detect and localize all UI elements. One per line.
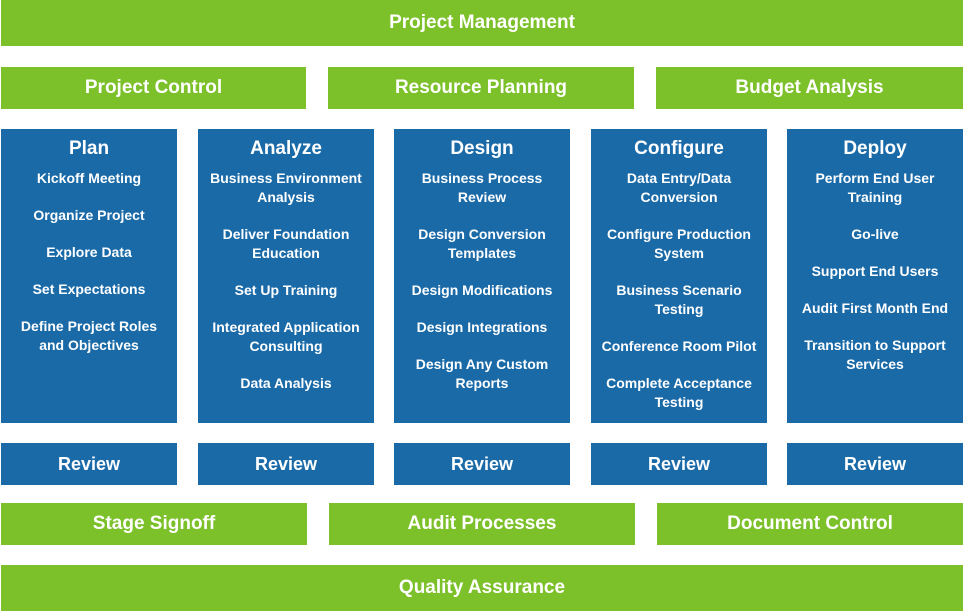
phase-item: Design Integrations [416, 319, 548, 335]
phase-item: Kickoff Meeting [36, 170, 142, 186]
review-box-design: Review [394, 443, 570, 485]
phase-item: Integrated Application Consulting [212, 319, 360, 354]
phase-configure: Configure Data Entry/Data Conversion Con… [591, 129, 767, 423]
phase-item: Audit First Month End [801, 300, 949, 316]
review-label: Review [57, 453, 121, 474]
phase-item: Transition to Support Services [804, 337, 946, 372]
stage-signoff-label: Stage Signoff [92, 513, 216, 534]
phase-title: Design [450, 138, 514, 159]
project-management-label: Project Management [389, 12, 575, 33]
phase-item: Design Conversion Templates [418, 226, 546, 261]
phase-item: Business Process Review [421, 170, 543, 205]
project-management-bar: Project Management [1, 0, 963, 46]
review-label: Review [450, 453, 514, 474]
phase-item: Deliver Foundation Education [222, 226, 350, 261]
quality-assurance-label: Quality Assurance [398, 577, 566, 598]
phase-title: Plan [68, 138, 110, 159]
phase-title: Analyze [250, 138, 322, 159]
phase-title: Configure [634, 138, 724, 159]
phase-item: Business Scenario Testing [616, 282, 742, 317]
phase-item: Data Entry/Data Conversion [626, 170, 732, 205]
phase-item: Design Modifications [411, 282, 553, 298]
phase-items: Business Environment Analysis Deliver Fo… [198, 169, 374, 393]
quality-assurance-bar: Quality Assurance [1, 565, 963, 611]
phase-item: Set Expectations [32, 281, 146, 297]
stage-signoff-box: Stage Signoff [1, 503, 307, 545]
phase-deploy: Deploy Perform End User Training Go-live… [787, 129, 963, 423]
resource-planning-box: Resource Planning [328, 67, 634, 109]
phase-item: Set Up Training [234, 282, 338, 298]
review-label: Review [647, 453, 711, 474]
audit-processes-label: Audit Processes [407, 513, 557, 534]
review-box-deploy: Review [787, 443, 963, 485]
phase-items: Business Process Review Design Conversio… [394, 169, 570, 393]
phase-design: Design Business Process Review Design Co… [394, 129, 570, 423]
budget-analysis-box: Budget Analysis [656, 67, 963, 109]
phase-item: Go-live [851, 226, 899, 242]
phase-item: Support End Users [811, 263, 939, 279]
project-control-box: Project Control [1, 67, 306, 109]
phase-title: Deploy [843, 138, 907, 159]
phase-item: Explore Data [46, 244, 132, 260]
review-label: Review [843, 453, 907, 474]
phase-items: Data Entry/Data Conversion Configure Pro… [591, 169, 767, 412]
phase-item: Business Environment Analysis [210, 170, 362, 205]
phase-item: Organize Project [33, 207, 145, 223]
document-control-label: Document Control [727, 513, 893, 534]
review-box-analyze: Review [198, 443, 374, 485]
phase-item: Configure Production System [607, 226, 751, 261]
project-control-label: Project Control [84, 77, 223, 98]
phase-item: Perform End User Training [815, 170, 935, 205]
audit-processes-box: Audit Processes [329, 503, 635, 545]
phase-items: Perform End User Training Go-live Suppor… [787, 169, 963, 374]
phase-items: Kickoff Meeting Organize Project Explore… [1, 169, 177, 355]
phase-analyze: Analyze Business Environment Analysis De… [198, 129, 374, 423]
phase-item: Conference Room Pilot [601, 338, 757, 354]
budget-analysis-label: Budget Analysis [735, 77, 884, 98]
phase-item: Define Project Roles and Objectives [20, 318, 158, 353]
resource-planning-label: Resource Planning [394, 77, 568, 98]
phase-item: Design Any Custom Reports [415, 356, 549, 391]
review-box-plan: Review [1, 443, 177, 485]
phase-item: Data Analysis [240, 375, 332, 391]
phase-plan: Plan Kickoff Meeting Organize Project Ex… [1, 129, 177, 423]
document-control-box: Document Control [657, 503, 963, 545]
review-label: Review [254, 453, 318, 474]
review-box-configure: Review [591, 443, 767, 485]
phase-item: Complete Acceptance Testing [606, 375, 752, 410]
